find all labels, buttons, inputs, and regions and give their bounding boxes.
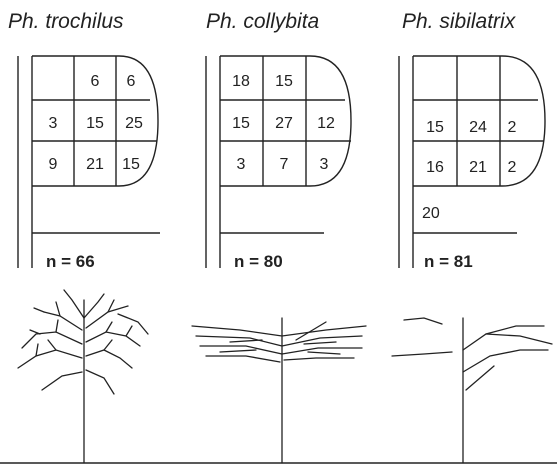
cell-r2c1: 15 xyxy=(232,115,250,132)
tree-illustration-trochilus xyxy=(17,289,149,464)
cell-r2c3: 12 xyxy=(317,115,335,132)
sample-size-label: n = 66 xyxy=(46,252,95,271)
cell-r3c1: 16 xyxy=(426,159,444,176)
cell-r1c3: 6 xyxy=(127,73,136,90)
cell-r1c2: 6 xyxy=(91,73,100,90)
sample-size-label: n = 81 xyxy=(424,252,473,271)
cell-r2c2: 27 xyxy=(275,115,293,132)
cell-r3c2: 21 xyxy=(469,159,487,176)
cell-r1c2: 15 xyxy=(275,73,293,90)
cell-r2c1: 15 xyxy=(426,119,444,136)
below-crown-count: 20 xyxy=(422,205,440,222)
species-title-collybita: Ph. collybita xyxy=(206,10,319,33)
cell-r2c3: 25 xyxy=(125,115,143,132)
cell-r2c2: 15 xyxy=(86,115,104,132)
cell-r3c3: 3 xyxy=(320,156,329,173)
cell-r3c3: 15 xyxy=(122,156,140,173)
cell-r3c3: 2 xyxy=(508,159,517,176)
cell-r3c1: 9 xyxy=(49,156,58,173)
cell-r2c1: 3 xyxy=(49,115,58,132)
tree-illustration-collybita xyxy=(191,317,367,464)
cell-r3c2: 21 xyxy=(86,156,104,173)
tree-position-panel-sibilatrix: 15 24 2 16 21 2 20 n = 81 xyxy=(398,55,546,271)
cell-r3c1: 3 xyxy=(237,156,246,173)
sample-size-label: n = 80 xyxy=(234,252,283,271)
cell-r2c3: 2 xyxy=(508,119,517,136)
tree-position-panel-collybita: 18 15 15 27 12 3 7 3 n = 80 xyxy=(205,55,352,271)
tree-illustration-sibilatrix xyxy=(391,317,553,464)
cell-r3c2: 7 xyxy=(280,156,289,173)
cell-r2c2: 24 xyxy=(469,119,487,136)
cell-r1c1: 18 xyxy=(232,73,250,90)
species-title-sibilatrix: Ph. sibilatrix xyxy=(402,10,517,33)
tree-position-panel-trochilus: 6 6 3 15 25 9 21 15 n = 66 xyxy=(17,55,160,271)
species-title-trochilus: Ph. trochilus xyxy=(8,10,124,33)
